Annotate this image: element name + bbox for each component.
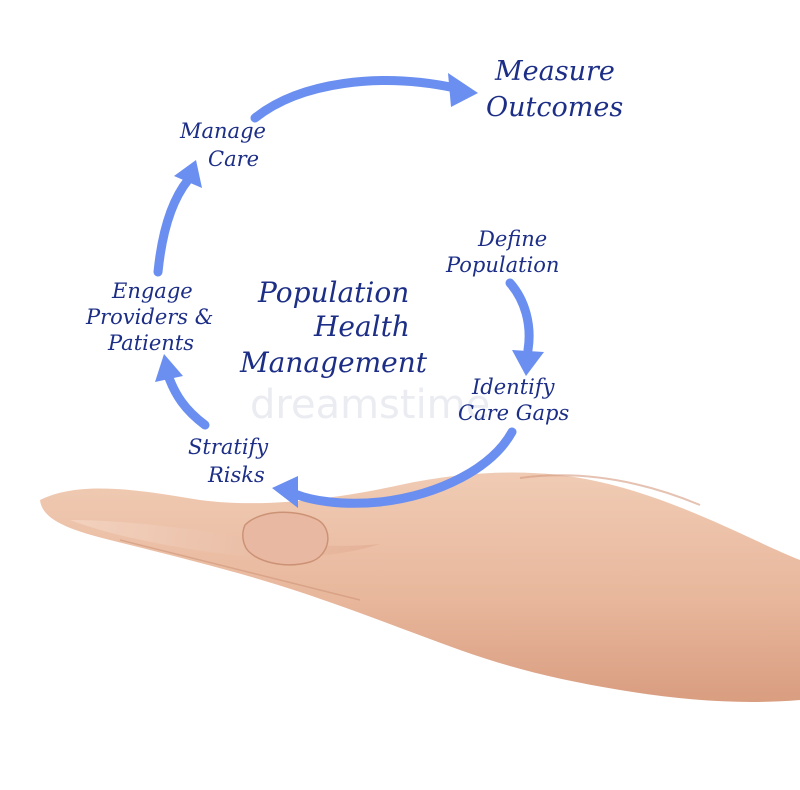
goal-line-2: Outcomes — [486, 92, 623, 123]
step-stratify-line-1: Stratify — [188, 435, 269, 459]
center-title-line-2: Health — [313, 310, 410, 343]
step-engage-line-1: Engage — [111, 279, 193, 303]
goal-line-1: Measure — [494, 56, 615, 87]
hand-illustration — [40, 472, 800, 702]
center-title-line-1: Population — [257, 276, 409, 309]
arrow-head-stratify — [272, 476, 298, 508]
step-stratify-line-2: Risks — [207, 463, 265, 487]
arrow-define-to-identify — [505, 278, 534, 355]
step-manage-care-line-2: Care — [208, 147, 259, 171]
step-define-line-2: Population — [445, 253, 559, 277]
step-engage-line-3: Patients — [107, 331, 194, 355]
step-manage-care: Manage Care — [179, 119, 266, 171]
step-engage-line-2: Providers & — [85, 305, 213, 329]
arrow-head-manage — [174, 160, 202, 188]
step-define-population: Define Population — [445, 227, 559, 277]
step-identify-line-2: Care Gaps — [458, 401, 569, 425]
step-manage-care-line-1: Manage — [179, 119, 266, 143]
center-title-line-3: Management — [239, 346, 428, 379]
arrow-head-engage — [155, 354, 183, 382]
center-title: Population Health Management — [239, 276, 428, 379]
step-engage-providers-patients: Engage Providers & Patients — [85, 279, 213, 355]
step-define-line-1: Define — [477, 227, 547, 251]
arrow-manage-to-measure — [250, 76, 460, 123]
arrow-stratify-to-engage — [163, 370, 210, 430]
arrow-engage-to-manage — [153, 175, 193, 277]
step-stratify-risks: Stratify Risks — [188, 435, 269, 487]
watermark-text: dreamstime — [250, 382, 490, 428]
arrow-identify-to-stratify — [290, 427, 517, 508]
arrow-head-identify — [512, 350, 544, 376]
goal-measure-outcomes: Measure Outcomes — [486, 56, 623, 123]
flow-arrows — [153, 73, 544, 508]
arrow-head-measure — [448, 73, 478, 107]
step-identify-care-gaps: Identify Care Gaps — [458, 375, 569, 425]
step-identify-line-1: Identify — [471, 375, 556, 399]
